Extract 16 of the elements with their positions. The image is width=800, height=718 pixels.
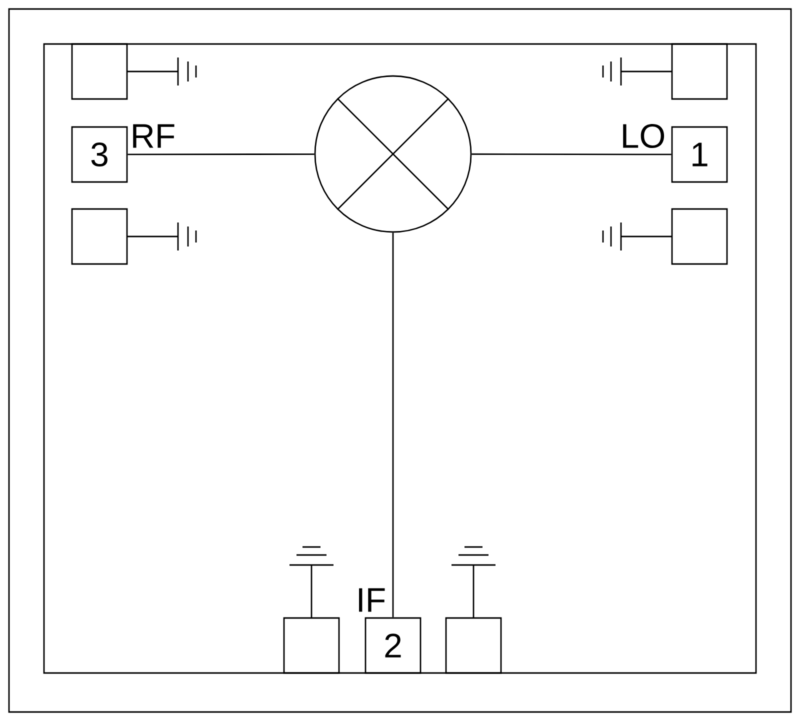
ground-pad [71,43,128,100]
ground-pad [671,208,728,265]
pin-pad: 1 [671,126,728,183]
ground-pad [671,43,728,100]
port-label: RF [133,124,174,148]
port-label: LO [623,124,664,148]
wire [472,153,672,156]
ground-pad [445,617,502,674]
ground-pad [71,208,128,265]
pin-pad: 2 [364,617,422,674]
wire [392,232,394,618]
wire [128,153,314,156]
pin-pad: 3 [71,126,128,183]
mixer-symbol [314,75,472,233]
ground-pad [283,617,340,674]
port-label: IF [359,588,385,612]
